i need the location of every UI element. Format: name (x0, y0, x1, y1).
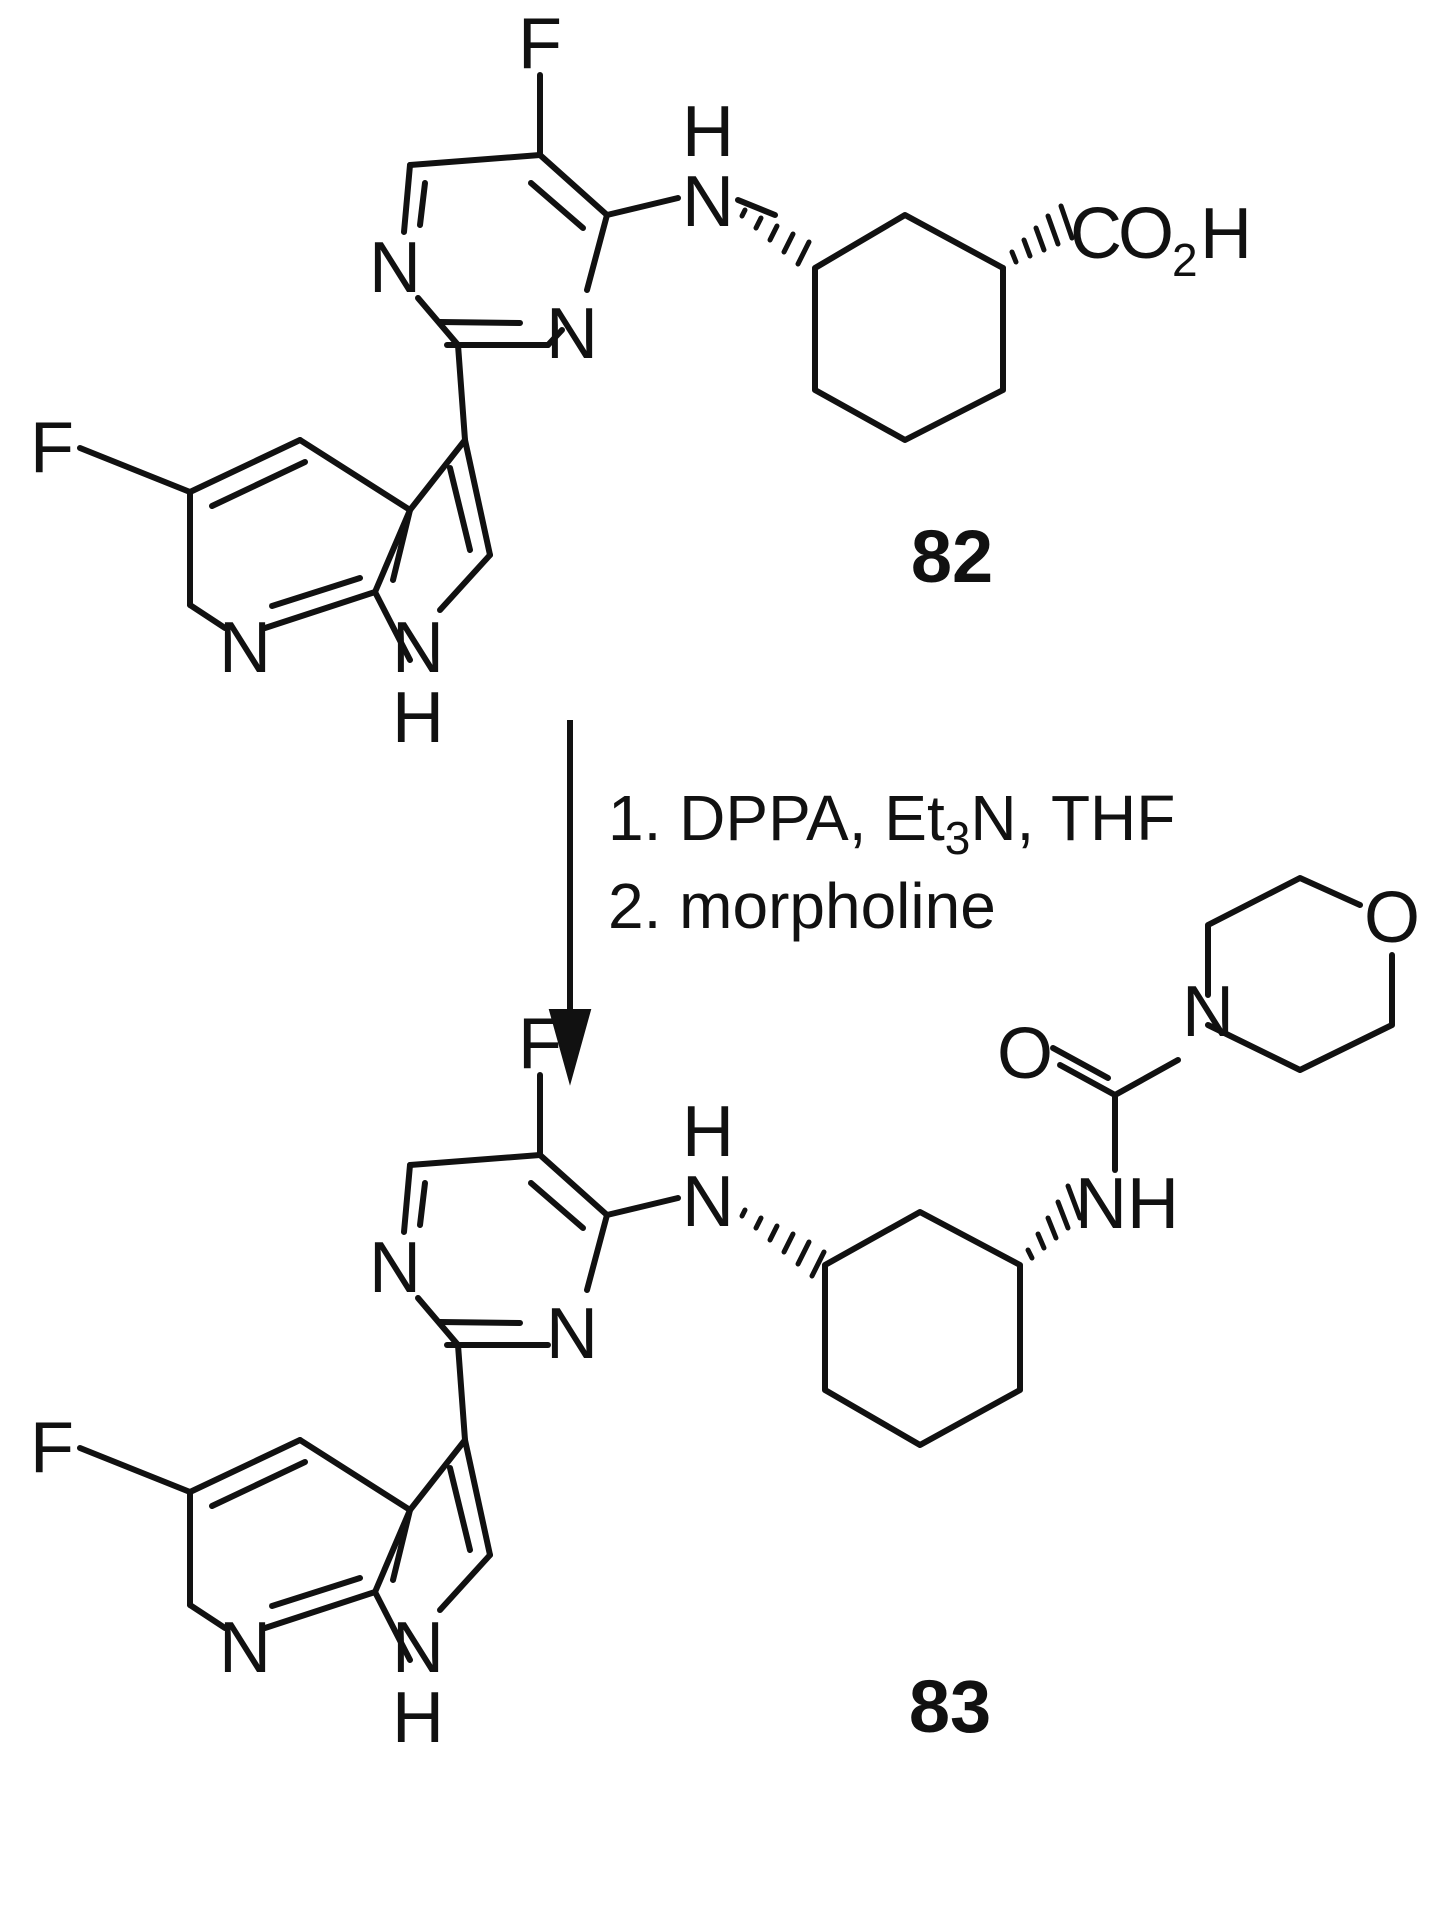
atom-nitrogen-pyrimidine-right: N (546, 294, 598, 374)
compound-number-83: 83 (909, 1665, 991, 1748)
condition-step-1: 1. DPPA, Et3N, THF (608, 782, 1175, 864)
reaction-conditions: 1. DPPA, Et3N, THF 2. morpholine (608, 782, 1175, 942)
atom-hydrogen-carboxyl: H (1200, 194, 1252, 274)
condition-step-2: 2. morpholine (608, 870, 996, 942)
atom-carbon-carboxyl: C (1070, 194, 1122, 274)
atom-nitrogen-pyrimidine-left: N (369, 1228, 421, 1308)
atom-hydrogen-pyrrole: H (392, 1678, 444, 1758)
atom-oxygen-morpholine: O (1364, 878, 1420, 958)
atom-nitrogen-amine: N (682, 1162, 734, 1242)
product-83-hashed-wedge-urea (1025, 1183, 1083, 1261)
atom-fluorine-pyrimidine: F (518, 1004, 562, 1084)
product-83-structure: F N N F N N H N H NH O N O 83 (30, 875, 1420, 1758)
carboxylic-acid-label: C O 2 H (1070, 194, 1252, 286)
atom-nitrogen-pyridine: N (219, 1608, 271, 1688)
atom-urea-nh: NH (1075, 1164, 1179, 1244)
product-83-hashed-wedge-amine (739, 1207, 827, 1279)
atom-fluorine-pyrimidine: F (518, 4, 562, 84)
atom-hydrogen-amine: H (682, 1092, 734, 1172)
atom-nitrogen-pyridine: N (219, 608, 271, 688)
atom-nitrogen-pyrimidine-left: N (369, 228, 421, 308)
compound-number-82: 82 (911, 515, 993, 598)
atom-nitrogen-pyrimidine-right: N (546, 1294, 598, 1374)
reactant-82-structure: F N N F N N H N H C O 2 H 82 (30, 4, 1252, 758)
reaction-arrow (548, 720, 592, 1086)
product-83-bonds (77, 875, 1395, 1663)
reactant-82-bonds (77, 72, 1006, 663)
atom-oxygen-carboxyl: O (1118, 194, 1174, 274)
atom-nitrogen-morpholine: N (1182, 972, 1234, 1052)
reactant-82-hashed-wedge-carboxyl (1009, 203, 1075, 265)
atom-fluorine-pyridine: F (30, 1408, 74, 1488)
atom-nitrogen-pyrrole: N (392, 1608, 444, 1688)
atom-hydrogen-amine: H (682, 92, 734, 172)
atom-fluorine-pyridine: F (30, 408, 74, 488)
atom-nitrogen-amine: N (682, 162, 734, 242)
atom-oxygen-carbonyl: O (997, 1014, 1053, 1094)
reactant-82-hashed-wedge-amine (739, 207, 812, 267)
atom-nitrogen-pyrrole: N (392, 608, 444, 688)
carboxyl-subscript: 2 (1172, 234, 1198, 286)
atom-hydrogen-pyrrole: H (392, 678, 444, 758)
